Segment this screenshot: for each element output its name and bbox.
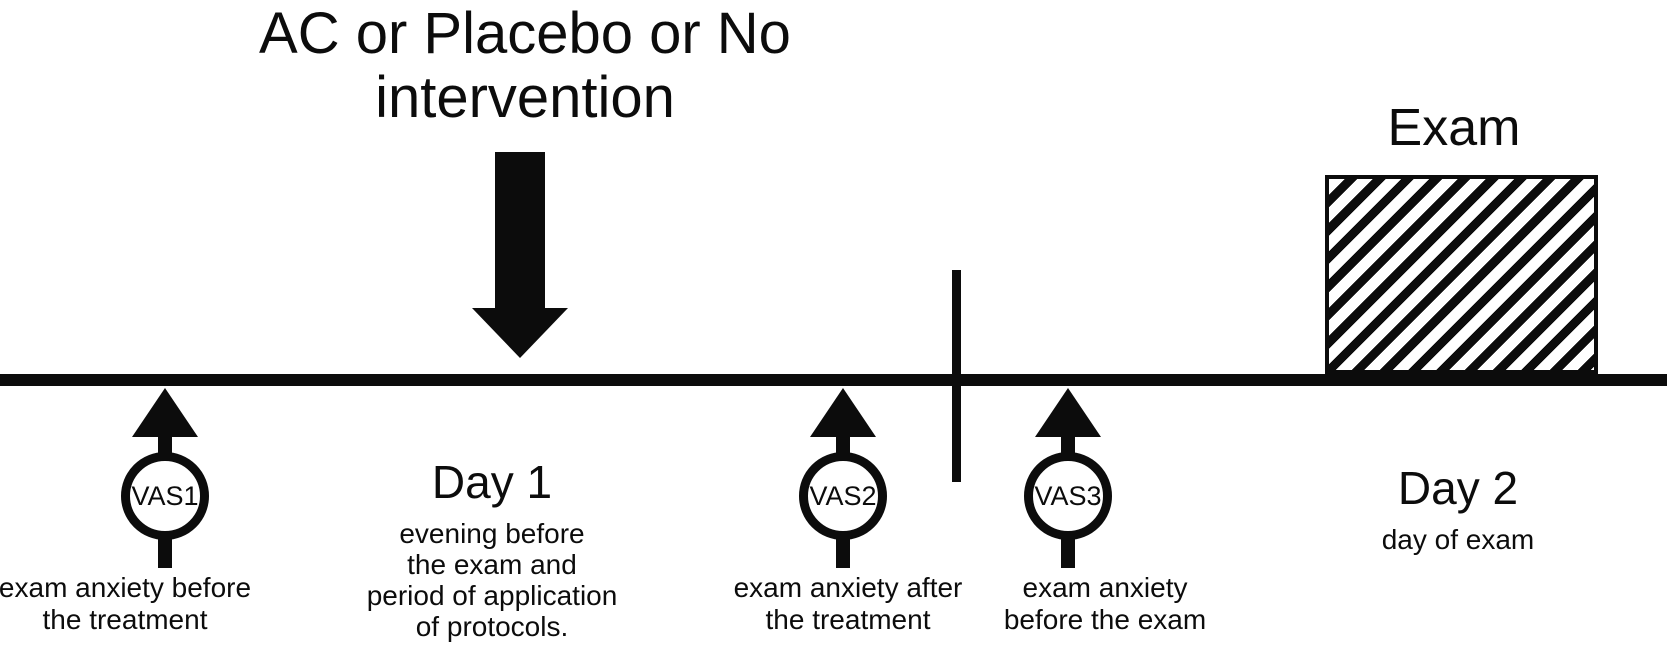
vas3-up-arrow-icon	[1035, 388, 1101, 437]
day1-label: Day 1	[431, 456, 553, 508]
vas2-up-arrow-icon	[810, 388, 876, 437]
vas1-stem-top	[158, 432, 172, 458]
vas3-caption: exam anxiety before the exam	[945, 572, 1265, 636]
day1-desc-line4: of protocols.	[415, 611, 569, 642]
vas1-caption-line2: the treatment	[42, 604, 208, 635]
vas1-caption: exam anxiety before the treatment	[0, 572, 285, 636]
down-arrow-head-icon	[472, 308, 568, 358]
vas3-stem-bottom	[1061, 538, 1075, 568]
intervention-title: AC or Placebo or No intervention	[245, 2, 805, 130]
vas3-caption-line2: before the exam	[1003, 604, 1207, 635]
vas1-up-arrow-icon	[132, 388, 198, 437]
session-divider-tick	[952, 270, 961, 482]
day2-label: Day 2	[1397, 462, 1519, 514]
vas2-stem-bottom	[836, 538, 850, 568]
vas3-caption-line1: exam anxiety	[1022, 572, 1188, 603]
vas1-marker: VAS1	[121, 452, 209, 540]
day1-block: Day 1 evening before the exam and period…	[332, 458, 652, 642]
vas1-stem-bottom	[158, 538, 172, 568]
vas1-caption-line1: exam anxiety before	[0, 572, 252, 603]
vas3-marker: VAS3	[1024, 452, 1112, 540]
down-arrow-icon	[495, 152, 545, 310]
day1-description: evening before the exam and period of ap…	[332, 518, 652, 642]
intervention-title-line2: intervention	[375, 65, 675, 130]
vas2-caption-line1: exam anxiety after	[733, 572, 963, 603]
day2-description: day of exam	[1298, 524, 1618, 555]
vas3-label: VAS3	[1034, 480, 1102, 511]
exam-label: Exam	[1387, 99, 1521, 157]
vas2-caption: exam anxiety after the treatment	[688, 572, 1008, 636]
vas3-stem-top	[1061, 432, 1075, 458]
timeline-axis	[0, 374, 1667, 386]
vas2-stem-top	[836, 432, 850, 458]
intervention-title-line1: AC or Placebo or No	[259, 1, 791, 66]
day1-desc-line3: period of application	[366, 580, 618, 611]
vas2-label: VAS2	[809, 480, 877, 511]
vas1-label: VAS1	[131, 480, 199, 511]
day1-desc-line2: the exam and	[407, 549, 577, 580]
vas2-marker: VAS2	[799, 452, 887, 540]
exam-hatched-box	[1325, 175, 1598, 374]
day2-block: Day 2 day of exam	[1298, 464, 1618, 555]
vas2-caption-line2: the treatment	[765, 604, 931, 635]
day1-desc-line1: evening before	[399, 518, 585, 549]
day2-desc-line1: day of exam	[1381, 524, 1535, 555]
